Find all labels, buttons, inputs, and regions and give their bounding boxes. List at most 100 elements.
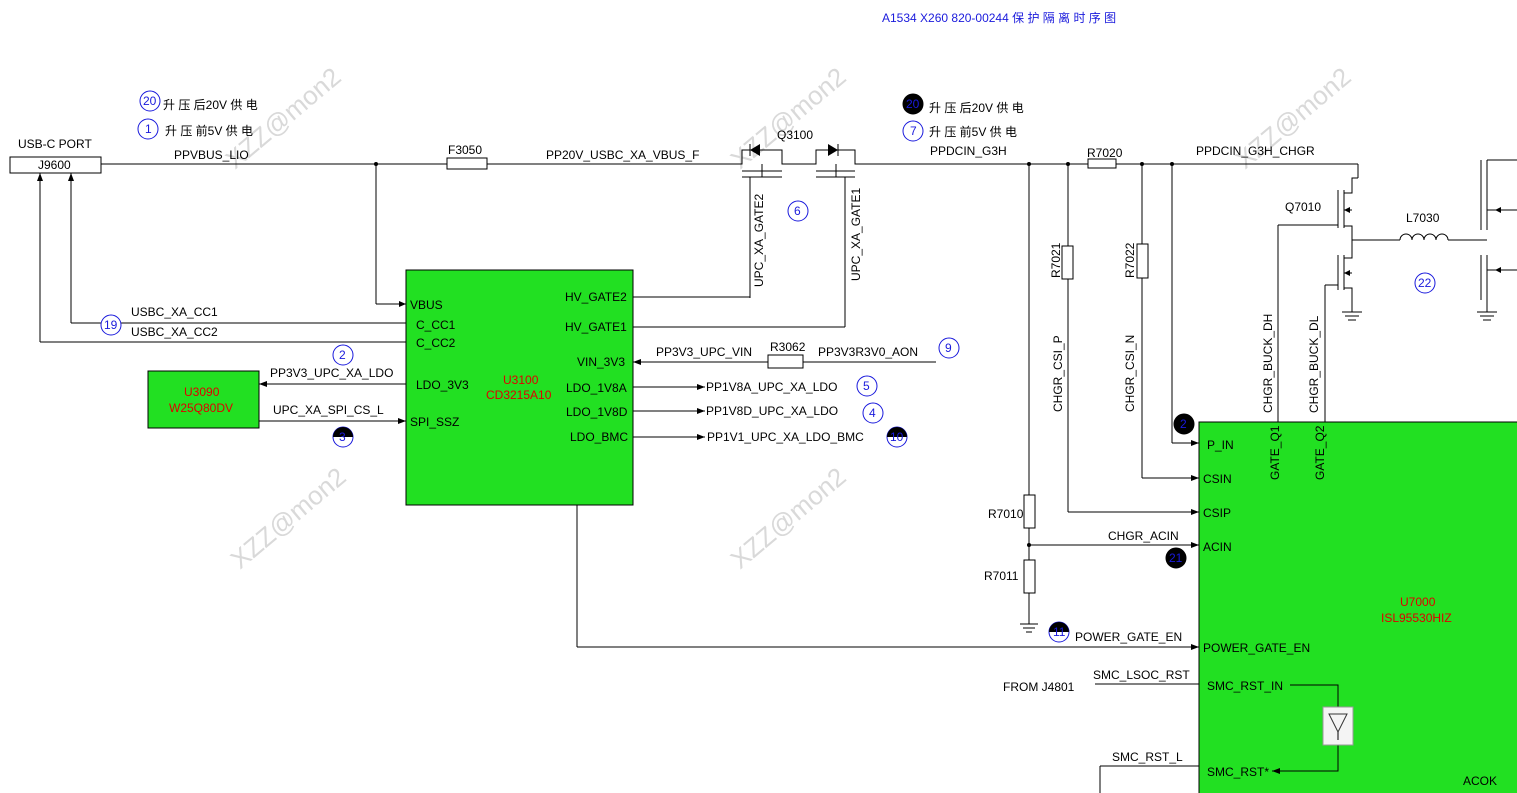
watermark: XZZ@mon2: [225, 461, 352, 574]
chip-part-u7000: ISL95530HIZ: [1381, 611, 1452, 625]
net-ldo1v8a: PP1V8A_UPC_XA_LDO: [706, 380, 837, 394]
legend-marker-filled: [902, 93, 924, 115]
net-power-gate: POWER_GATE_EN: [1075, 630, 1182, 644]
connector-ref: J9600: [38, 158, 71, 172]
net-csi-n: CHGR_CSI_N: [1123, 335, 1137, 412]
chip-u7000: P_IN CSIN CSIP ACIN POWER_GATE_EN SMC_RS…: [1198, 421, 1517, 793]
pin-spi-ssz: SPI_SSZ: [410, 415, 459, 429]
pin-smc-rst: SMC_RST*: [1207, 765, 1269, 779]
legend-marker-num: 1: [145, 122, 152, 136]
step-marker: [1414, 272, 1436, 294]
pin-ldo3v3: LDO_3V3: [416, 378, 469, 392]
part-r7021: R7021: [1049, 242, 1063, 278]
pin-csin: CSIN: [1203, 472, 1232, 486]
net-pp3v3-ldo: PP3V3_UPC_XA_LDO: [270, 366, 393, 380]
step-marker: [100, 314, 122, 336]
legend-marker-num: 20: [143, 94, 157, 108]
part-q3100: Q3100: [777, 128, 813, 142]
smc-reset: SMC_LSOC_RST FROM J4801 SMC_RST_L: [1003, 668, 1354, 793]
resistor-r7021: [1061, 245, 1074, 280]
pin-ldo-bmc: LDO_BMC: [570, 430, 628, 444]
connector-title: USB-C PORT: [18, 137, 92, 151]
net-pp20v: PP20V_USBC_XA_VBUS_F: [546, 148, 699, 162]
part-f3050: F3050: [448, 143, 482, 157]
resistor-r3062: [767, 354, 804, 369]
net-gate1: UPC_XA_GATE1: [849, 188, 863, 281]
step-marker-num: 5: [863, 379, 870, 393]
watermark: XZZ@mon2: [725, 61, 852, 174]
part-r7022: R7022: [1123, 242, 1137, 278]
charger-stage: Q7010 L7030 C: [1261, 159, 1517, 422]
legend-text: 升 压 后20V 供 电: [163, 98, 258, 112]
step-marker: [332, 344, 354, 366]
pin-p-in: P_IN: [1207, 438, 1234, 452]
net-csi-p: CHGR_CSI_P: [1051, 335, 1065, 412]
step-marker-num: 2: [1180, 417, 1187, 431]
net-gate2: UPC_XA_GATE2: [752, 194, 766, 287]
net-buck-dh: CHGR_BUCK_DH: [1261, 314, 1275, 413]
pin-hv-gate1: HV_GATE1: [565, 320, 627, 334]
net-acin: CHGR_ACIN: [1108, 529, 1179, 543]
step-marker-filled: [1173, 413, 1195, 435]
net-from-j4801: FROM J4801: [1003, 680, 1075, 694]
net-cc2: USBC_XA_CC2: [131, 325, 218, 339]
mosfet-q3100: Q3100 UPC_XA_GATE2 UPC_XA_GATE1: [735, 128, 863, 327]
net-ppvbus: PPVBUS_LIO: [174, 148, 249, 162]
step-markers: 19 2 3 6 9 5 4 10 11 2 21 22: [100, 200, 1436, 643]
pin-acok: ACOK: [1463, 774, 1497, 788]
step-marker-num: 19: [104, 318, 118, 332]
step-marker-num: 3: [339, 430, 346, 444]
resistor-r7020: [1087, 158, 1117, 169]
net-cc1: USBC_XA_CC1: [131, 305, 218, 319]
step-marker-num: 6: [794, 204, 801, 218]
sense-network: R7021 CHGR_CSI_P R7022 CHGR_CSI_N R7010 …: [984, 164, 1199, 644]
net-ldo1v8d: PP1V8D_UPC_XA_LDO: [706, 404, 838, 418]
resistor-r7011: [1023, 559, 1036, 594]
step-marker-num: 22: [1418, 276, 1432, 290]
pin-smc-rst-in: SMC_RST_IN: [1207, 679, 1283, 693]
part-r7011: R7011: [984, 569, 1019, 583]
step-marker: [787, 200, 809, 222]
chip-ref-u7000: U7000: [1400, 595, 1436, 609]
legend-marker: [139, 90, 161, 112]
net-ppdcin: PPDCIN_G3H: [930, 144, 1007, 158]
legend-text: 升 压 前5V 供 电: [929, 124, 1017, 139]
net-smc-lsoc: SMC_LSOC_RST: [1093, 668, 1190, 682]
legend-marker-num: 7: [910, 124, 917, 138]
pin-cc1: C_CC1: [416, 318, 456, 332]
step-marker: [862, 402, 884, 424]
part-l7030: L7030: [1406, 211, 1440, 225]
net-spi-cs: UPC_XA_SPI_CS_L: [273, 403, 384, 417]
pin-power-gate-en: POWER_GATE_EN: [1203, 641, 1310, 655]
part-r3062: R3062: [770, 340, 806, 354]
step-marker-num: 11: [1053, 625, 1066, 639]
pin-vin-3v3: VIN_3V3: [577, 355, 625, 369]
legend-text: 升 压 前5V 供 电: [165, 123, 253, 138]
legend-marker: [137, 118, 159, 140]
chip-u3090: U3090 W25Q80DV: [147, 370, 260, 429]
diagram-title: A1534 X260 820-00244 保 护 隔 离 时 序 图: [882, 10, 1116, 25]
resistor-r7022: [1136, 243, 1149, 279]
legend-marker: [902, 120, 924, 142]
fuse-f3050: [446, 157, 488, 170]
net-ldo-bmc: PP1V1_UPC_XA_LDO_BMC: [707, 430, 864, 444]
step-marker-num: 10: [890, 430, 904, 444]
step-marker-num: 4: [869, 406, 876, 420]
resistor-r7010: [1023, 494, 1036, 529]
chip-part-u3100: CD3215A10: [486, 388, 552, 402]
net-aon: PP3V3R3V0_AON: [818, 345, 918, 359]
pin-ldo-1v8d: LDO_1V8D: [566, 405, 628, 419]
connector-box: [9, 156, 102, 174]
net-ppdcin-chgr: PPDCIN_G3H_CHGR: [1196, 144, 1315, 158]
pin-gate-q2: GATE_Q2: [1313, 425, 1327, 480]
main-rail: PPVBUS_LIO F3050 PP20V_USBC_XA_VBUS_F PP…: [101, 143, 1359, 178]
watermark: XZZ@mon2: [725, 461, 852, 574]
legend-marker-num: 20: [906, 97, 920, 111]
step-marker: [856, 375, 878, 397]
pin-vbus: VBUS: [410, 298, 443, 312]
legend: 20 升 压 后20V 供 电 1 升 压 前5V 供 电 20 升 压 后20…: [137, 90, 1024, 142]
step-marker-num: 2: [339, 348, 346, 362]
step-marker-num: 9: [945, 341, 952, 355]
part-r7020: R7020: [1087, 146, 1123, 160]
